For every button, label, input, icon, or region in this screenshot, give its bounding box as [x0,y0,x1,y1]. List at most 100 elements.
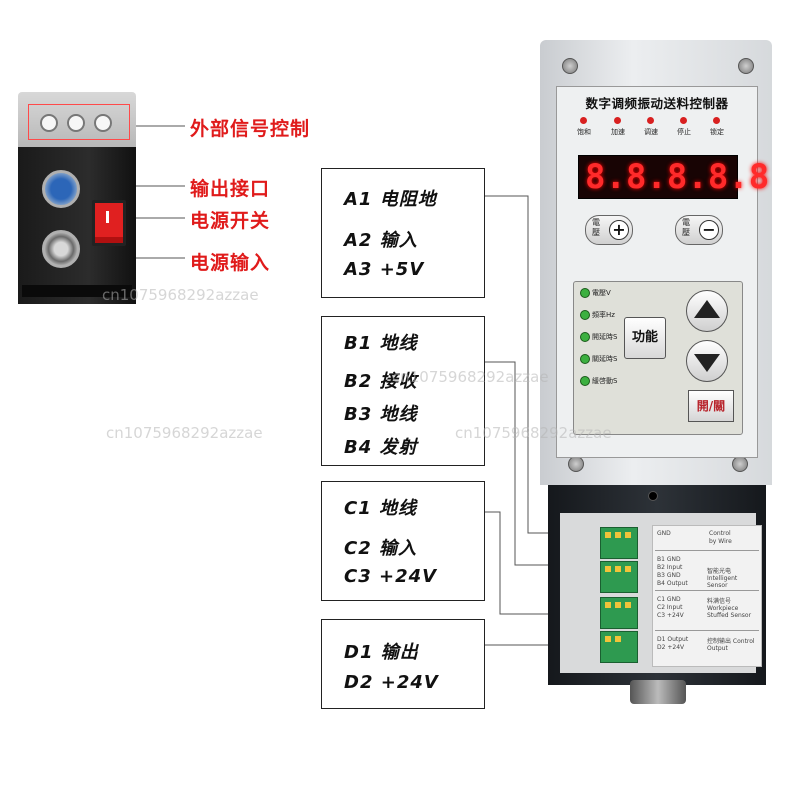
sheet-text: C3 +24V [657,612,684,619]
display-digits: 8.8.8.8.8 [585,157,770,197]
terminal-housing: GND Control by Wire B1 GND B2 Input B3 G… [548,485,766,685]
signal-port-3 [94,114,112,132]
terminal-block-d [600,631,638,663]
screw-icon [732,456,748,472]
sheet-text: B2 Input [657,564,683,571]
terminal-area: GND Control by Wire B1 GND B2 Input B3 G… [560,513,762,673]
callout-a-line-2: A2 输入 [344,230,418,251]
sheet-text: 控制输出 Control Output [707,638,755,652]
label-output-port: 输出接口 [190,178,271,200]
label-external-signal: 外部信号控制 [190,118,311,140]
minus-icon: − [699,220,719,240]
sheet-text: by Wire [709,538,732,545]
sheet-text: C1 GND [657,596,681,603]
screw-icon [568,456,584,472]
power-switch[interactable] [92,200,126,246]
status-led-accelerate [614,117,621,124]
mode-led-soft-start [580,376,590,386]
sheet-text: GND [657,530,671,537]
external-signal-highlight [28,104,130,140]
callout-c-line-1: C1 地线 [344,498,418,519]
mode-led-off-delay [580,354,590,364]
terminal-block-b [600,561,638,593]
controller-front-frame: 数字调频振动送料控制器 饱和 加速 调速 停止 锁定 8.8.8.8.8 電壓 … [540,40,772,485]
screw-icon [562,58,578,74]
status-led-lock [713,117,720,124]
up-arrow-button[interactable] [686,290,728,332]
output-connector [42,170,80,208]
vibration-feeder-controller: 数字调频振动送料控制器 饱和 加速 调速 停止 锁定 8.8.8.8.8 電壓 … [540,40,772,704]
status-led-label: 饱和 [577,128,591,136]
screw-icon [738,58,754,74]
status-led-stop [680,117,687,124]
mode-label: 緩啓動S [592,377,618,385]
mode-label: 頻率Hz [592,311,615,319]
sheet-text: B3 GND [657,572,681,579]
sheet-text: D1 Output [657,636,689,643]
watermark: cn1075968292azzae [106,424,263,442]
watermark: cn1075968292azzae [455,424,612,442]
on-off-button[interactable]: 開/關 [688,390,734,422]
sheet-text: C2 Input [657,604,683,611]
sheet-text: Control [709,530,731,537]
signal-box-top [18,92,136,147]
triangle-up-icon [694,300,720,318]
voltage-up-button[interactable]: 電壓 + [585,215,633,245]
callout-c: C1 地线 C2 输入 C3 +24V [321,481,485,601]
label-power-switch: 电源开关 [190,210,271,232]
status-led-label: 停止 [677,128,691,136]
callout-a-line-1: A1 电阻地 [344,189,437,210]
signal-box-base [22,285,132,297]
status-led-label: 加速 [611,128,625,136]
sheet-text: B1 GND [657,556,681,563]
terminal-block-a [600,527,638,559]
mode-label: 開延時S [592,333,618,341]
callout-d-line-1: D1 输出 [344,642,419,663]
mode-led-frequency [580,310,590,320]
status-led-speed [647,117,654,124]
cable-gland [630,680,686,704]
callout-b-line-1: B1 地线 [344,333,418,354]
sheet-text: D2 +24V [657,644,685,651]
watermark: cn1075968292azzae [392,368,549,386]
controller-title: 数字调频振动送料控制器 [585,96,729,111]
sheet-text: 智能光电 Intelligent Sensor [707,568,738,589]
led-display: 8.8.8.8.8 [578,155,769,199]
callout-b-line-4: B4 发射 [344,437,418,458]
label-power-input: 电源输入 [190,252,271,274]
terminal-block-c [600,597,638,629]
voltage-down-label: 電壓 [682,218,690,237]
function-button[interactable]: 功能 [624,317,666,359]
callout-c-line-3: C3 +24V [344,566,438,587]
callout-c-line-2: C2 输入 [344,538,418,559]
callout-b-line-3: B3 地线 [344,404,418,425]
callout-d-line-2: D2 +24V [344,672,439,693]
hole-icon [648,491,658,501]
triangle-down-icon [694,354,720,372]
watermark: cn1075968292azzae [102,286,259,304]
voltage-up-label: 電壓 [592,218,600,237]
status-led-label: 调速 [644,128,658,136]
callout-b: B1 地线 B2 接收 B3 地线 B4 发射 [321,316,485,466]
signal-port-2 [67,114,85,132]
mode-led-on-delay [580,332,590,342]
status-led-label: 锁定 [710,128,724,136]
sheet-text: B4 Output [657,580,688,587]
down-arrow-button[interactable] [686,340,728,382]
control-panel: 数字调频振动送料控制器 饱和 加速 调速 停止 锁定 8.8.8.8.8 電壓 … [556,86,769,458]
callout-a-line-3: A3 +5V [344,259,425,280]
signal-box-device [18,92,136,304]
callout-a: A1 电阻地 A2 输入 A3 +5V [321,168,485,298]
voltage-down-button[interactable]: 電壓 − [675,215,723,245]
signal-port-1 [40,114,58,132]
plus-icon: + [609,220,629,240]
power-input-connector [42,230,80,268]
status-led-saturation [580,117,587,124]
mode-led-voltage [580,288,590,298]
mode-label: 關延時S [592,355,618,363]
wiring-label-sheet: GND Control by Wire B1 GND B2 Input B3 G… [652,525,762,667]
on-off-label: 開/關 [696,399,726,413]
mode-label: 電壓V [592,289,611,297]
callout-d: D1 输出 D2 +24V [321,619,485,709]
sheet-text: 料满信号 Workpiece Stuffed Sensor [707,598,752,619]
